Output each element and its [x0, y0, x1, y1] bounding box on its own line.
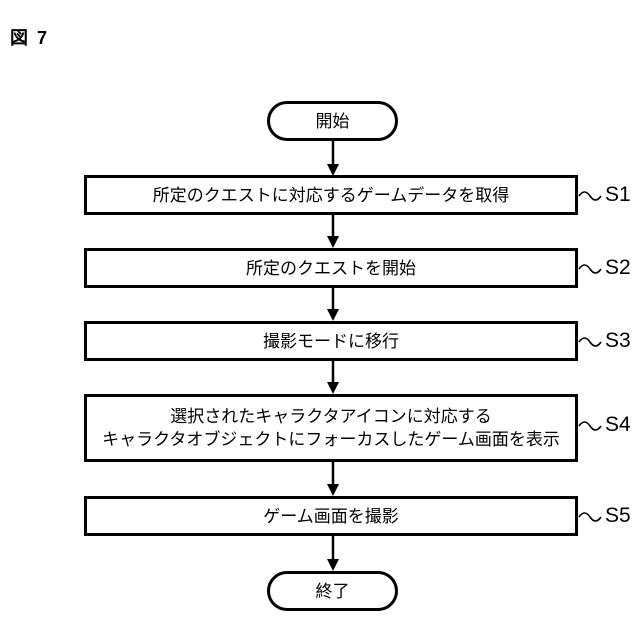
tilde-connector-s2	[578, 264, 602, 274]
step-s5-text: ゲーム画面を撮影	[263, 506, 399, 526]
step-ref-s1: S1	[605, 183, 631, 206]
step-s1-text: 所定のクエストに対応するゲームデータを取得	[152, 185, 510, 205]
step-ref-s5: S5	[605, 504, 631, 527]
step-s4-text-line2: キャラクタオブジェクトにフォーカスしたゲーム画面を表示	[102, 430, 560, 449]
tilde-connector-s5	[578, 512, 602, 522]
step-s4-text-line1: 選択されたキャラクタアイコンに対応する	[170, 407, 492, 426]
figure-label: 図 7	[10, 28, 50, 48]
step-box-s3: 撮影モードに移行	[84, 321, 578, 361]
step-box-s5: ゲーム画面を撮影	[84, 496, 578, 536]
end-node: 終了	[267, 571, 398, 611]
step-box-s2: 所定のクエストを開始	[84, 248, 578, 288]
step-box-s1: 所定のクエストに対応するゲームデータを取得	[84, 175, 578, 215]
step-ref-s2: S2	[605, 256, 631, 279]
step-s3-text: 撮影モードに移行	[263, 331, 399, 351]
end-label: 終了	[315, 581, 350, 601]
start-label: 開始	[315, 111, 350, 131]
arrow-s4-to-s5	[327, 462, 339, 496]
step-box-s4: 選択されたキャラクタアイコンに対応する キャラクタオブジェクトにフォーカスしたゲ…	[84, 394, 578, 462]
arrow-s2-to-s3	[327, 288, 339, 321]
arrow-s5-to-end	[327, 536, 339, 571]
tilde-connector-s1	[578, 191, 602, 201]
arrow-s1-to-s2	[327, 215, 339, 248]
step-ref-s3: S3	[605, 329, 631, 352]
arrow-start-to-s1	[327, 141, 339, 176]
step-ref-s4: S4	[605, 413, 631, 436]
start-node: 開始	[267, 101, 398, 141]
tilde-connector-s4	[578, 421, 602, 431]
tilde-connector-s3	[578, 337, 602, 347]
step-s2-text: 所定のクエストを開始	[246, 258, 416, 278]
arrow-s3-to-s4	[327, 361, 339, 394]
